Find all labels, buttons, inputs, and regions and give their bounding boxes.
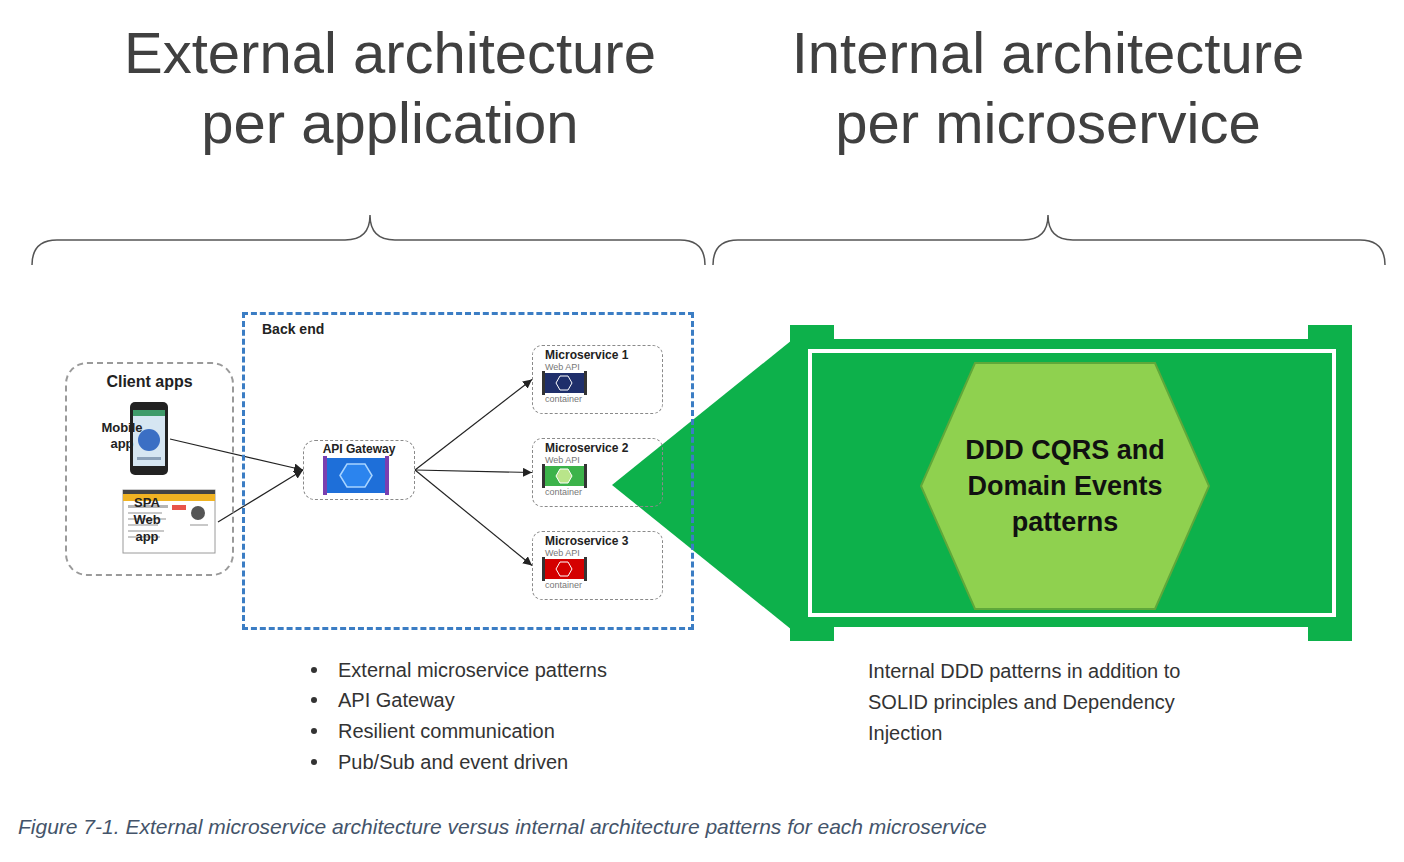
phone-header [133,410,165,416]
microservice-box: Microservice 1Web API container [532,345,663,414]
container-tag: container [545,487,662,498]
gateway-icon [323,456,389,495]
bullet-text: External microservice patterns [338,658,678,682]
bullet-text: Pub/Sub and event driven [338,750,678,774]
container-hexagon [556,376,572,390]
section-heading: Internal architecture per microservice [758,18,1338,158]
microservice-box: Microservice 2Web API container [532,438,663,507]
web-app-icon [123,490,215,553]
figure-caption: Figure 7-1. External microservice archit… [18,814,1388,840]
container-tag: container [545,394,662,405]
panel-cap [790,627,834,641]
browser-window [123,490,215,553]
client-label: SPA Web app [125,494,169,545]
gateway-cap [323,456,327,495]
bullet-dot [311,697,317,703]
label-slot: Pub/Sub and event driven [338,750,678,774]
microservice-icon [542,464,587,488]
browser-line [190,524,208,526]
panel-cap [1308,627,1352,641]
arrow-connector [415,470,532,566]
bullets [311,667,317,765]
left-brace [32,215,705,265]
container-tag: container [545,580,662,591]
description-note: Internal DDD patterns in addition to SOL… [868,656,1218,749]
label-slot: API Gateway [338,688,678,712]
container-cap [584,464,587,488]
container-cap [542,371,545,395]
arrow-connector [170,439,303,470]
section-heading: External architecture per application [100,18,680,158]
microservice-box: Microservice 3Web API container [532,531,663,600]
microservice-title: Microservice 2 [545,441,662,455]
gateway-cap [385,456,389,495]
container-cap [584,371,587,395]
container-hexagon [556,469,572,483]
panel-cap [1334,325,1352,641]
label-slot: External architecture per application [100,18,680,158]
braces [32,215,1385,265]
gateway-title: API Gateway [304,442,414,456]
group-title: Client apps [67,372,232,392]
gateway-hexagon [340,464,372,487]
container-body [545,466,584,486]
container-cap [542,464,545,488]
web-api-tag: Web API [545,455,662,466]
arrow-connector [415,380,532,471]
browser-avatar [191,506,205,520]
panel-cap [1308,325,1352,339]
container-body [545,559,584,579]
back-end-group: API GatewayMicroservice 1Web APIcontaine… [242,312,694,630]
patterns-text: DDD CQRS and Domain Events patterns [958,432,1173,540]
microservice-title: Microservice 3 [545,534,662,548]
web-api-tag: Web API [545,548,662,559]
caption-slot: Figure 7-1. External microservice archit… [18,814,1388,840]
zoom-panel [800,339,1344,627]
api-gateway-box: API Gateway [303,440,415,500]
container-cap [584,557,587,581]
hexagon-shape [921,363,1209,609]
label-slot: Internal DDD patterns in addition to SOL… [868,656,1218,749]
container-body [545,373,584,393]
bullet-text: Resilient communication [338,719,678,743]
microservice-title: Microservice 1 [545,348,662,362]
phone-bar [137,457,161,460]
right-brace [713,215,1385,265]
patterns-hexagon: DDD CQRS and Domain Events patterns [920,362,1210,610]
web-app-client: SPA Web app [76,488,218,556]
label-slot: Internal architecture per microservice [758,18,1338,158]
bullet-dot [311,667,317,673]
mobile-phone-icon [130,402,168,475]
arrow-connector [415,470,532,473]
panel-cap [790,325,834,339]
web-api-tag: Web API [545,362,662,373]
container-hexagon [556,562,572,576]
bullet-dot [311,728,317,734]
group-title: Back end [262,320,691,338]
browser-topbar [123,490,215,494]
bullet-text: API Gateway [338,688,678,712]
client-label: Mobile app [97,420,147,452]
panel-cap [790,325,808,641]
gateway-body [327,458,385,493]
label-slot: External microservice patterns [338,658,678,682]
microservice-icon [542,371,587,395]
label-slot: Resilient communication [338,719,678,743]
zoom-triangle [612,340,792,630]
container-cap [542,557,545,581]
green-zoom-shape [612,325,1352,641]
microservice-icon [542,557,587,581]
client-apps-group: Mobile appSPA Web app Client apps [65,362,234,576]
browser-button [172,505,186,510]
mobile-app-client: Mobile app [74,400,170,478]
bullet-dot [311,759,317,765]
panel-inner-line [810,351,1334,615]
phone-body [130,402,168,475]
arrow-connector [218,470,303,522]
phone-screen [133,410,165,466]
